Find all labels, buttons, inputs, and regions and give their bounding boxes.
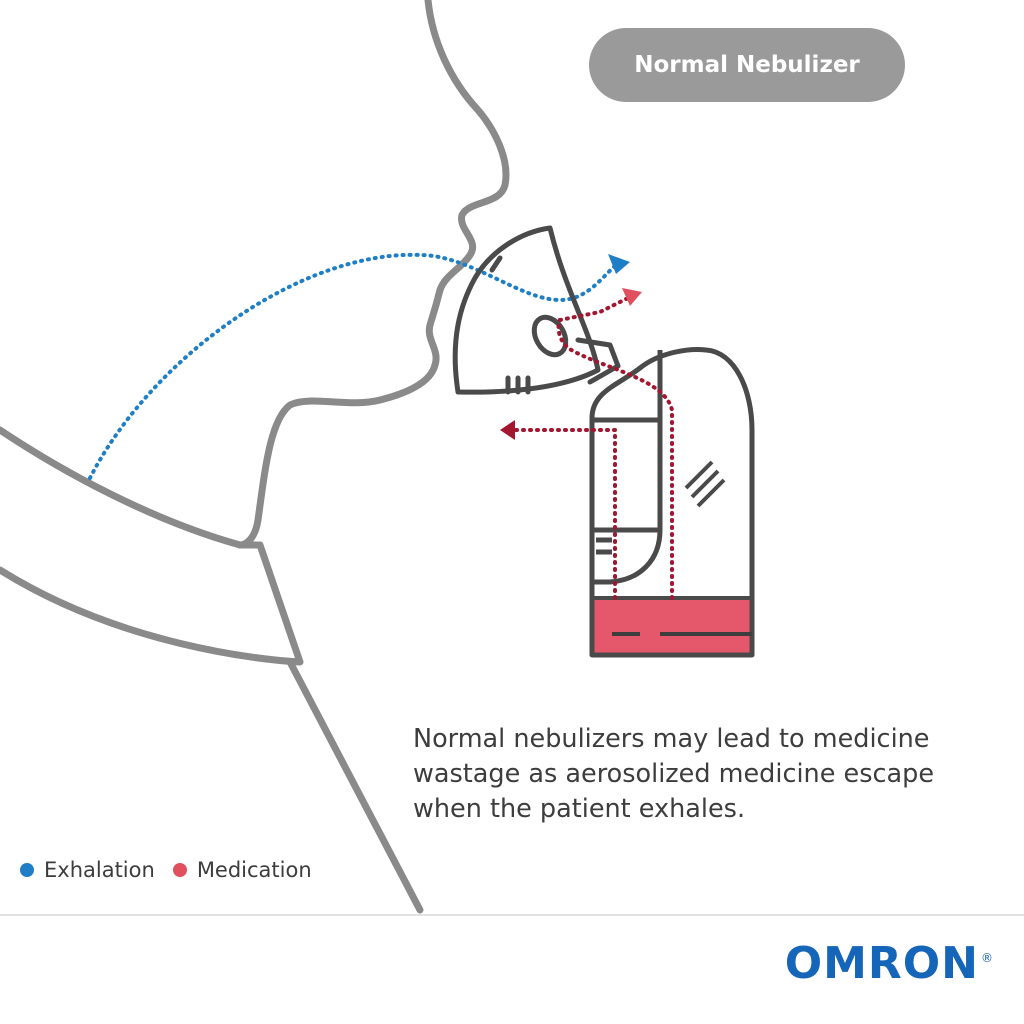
medication-arrowhead-left-icon <box>500 420 515 440</box>
nebulizer-mask-icon <box>452 225 621 395</box>
legend-label-exhalation: Exhalation <box>44 858 155 882</box>
medication-dot-icon <box>172 863 187 877</box>
title-badge: Normal Nebulizer <box>589 28 905 102</box>
logo-text: OMRON <box>784 938 979 989</box>
exhalation-arrowhead-icon <box>608 254 630 274</box>
caption-line-1: Normal nebulizers may lead to medicine <box>413 724 930 754</box>
legend-label-medication: Medication <box>196 858 312 882</box>
legend-item-exhalation: Exhalation <box>20 858 155 882</box>
exhalation-path <box>88 252 622 480</box>
page-title: Normal Nebulizer <box>634 52 860 78</box>
nebulizer-device-icon <box>589 347 755 658</box>
description-text: Normal nebulizers may lead to medicine w… <box>413 722 1013 827</box>
caption-line-2: wastage as aerosolized medicine escape <box>413 759 935 789</box>
omron-logo: OMRON® <box>785 938 994 989</box>
exhalation-dot-icon <box>20 863 34 877</box>
caption-line-3: when the patient exhales. <box>413 794 746 824</box>
legend-item-medication: Medication <box>172 858 312 882</box>
legend: Exhalation Medication <box>20 858 330 882</box>
person-silhouette-icon <box>0 0 510 914</box>
medication-arrowhead-up-icon <box>622 288 642 306</box>
medication-flow <box>513 296 674 600</box>
registered-mark: ® <box>981 951 994 966</box>
footer-divider <box>0 914 1024 916</box>
